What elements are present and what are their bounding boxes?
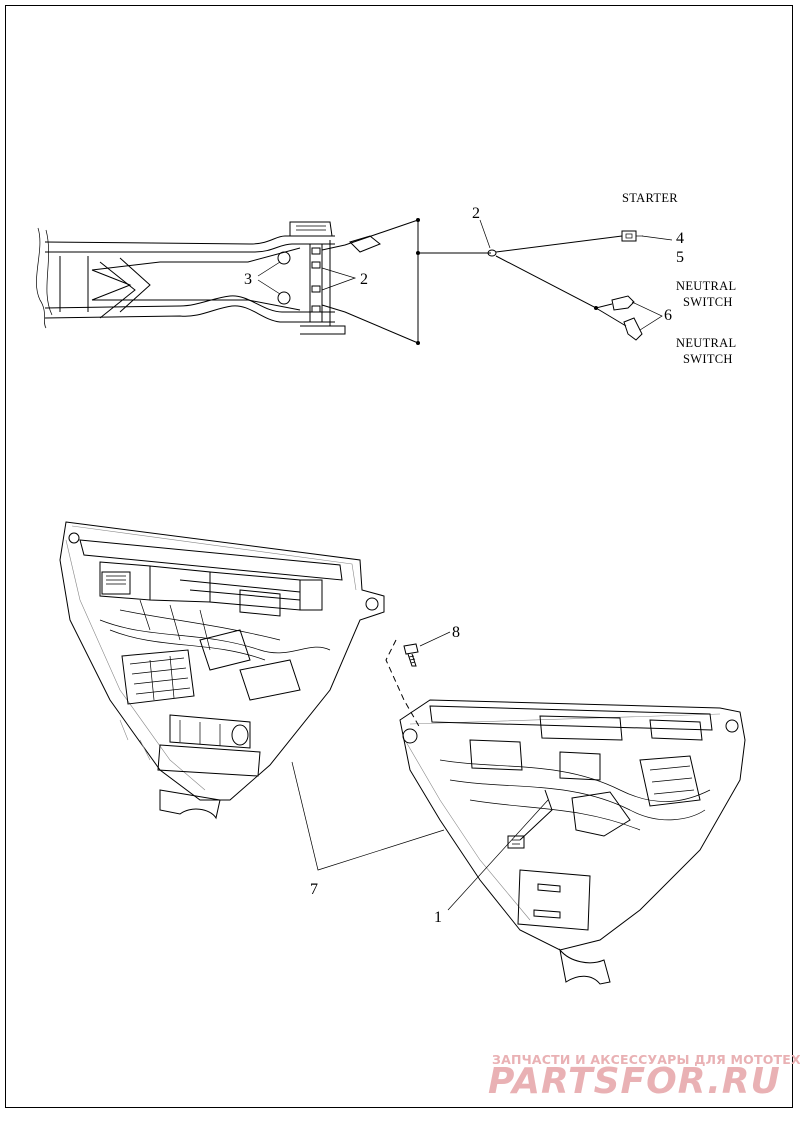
callout-3: 3 — [244, 271, 252, 288]
bottom-leaders — [291, 761, 549, 911]
neutral-switch-label-1-line1: NEUTRAL — [676, 279, 736, 293]
callout-1: 1 — [434, 909, 442, 926]
drawing-border — [5, 5, 793, 1108]
neutral-switch-label-2-line2: SWITCH — [683, 352, 733, 366]
starter-label: STARTER — [622, 191, 678, 205]
watermark-logo: PARTSFOR.RU — [488, 1061, 781, 1102]
top-leaders — [257, 219, 673, 331]
callout-2-grommet: 2 — [472, 205, 480, 222]
caddy-right — [399, 699, 746, 985]
neutral-switch-label-1-line2: SWITCH — [683, 295, 733, 309]
frame-drawing — [36, 218, 643, 345]
screw-item-8 — [385, 631, 451, 729]
callout-4: 4 — [676, 230, 684, 247]
callout-6: 6 — [664, 307, 672, 324]
caddy-left — [59, 521, 385, 820]
neutral-switch-label-2-line1: NEUTRAL — [676, 336, 736, 350]
callout-8: 8 — [452, 624, 460, 641]
callout-5: 5 — [676, 249, 684, 266]
callout-7: 7 — [310, 881, 318, 898]
callout-2-frame: 2 — [360, 271, 368, 288]
watermark-tagline: ЗАПЧАСТИ И АКСЕССУАРЫ ДЛЯ МОТОТЕХНИКИ — [492, 1052, 800, 1067]
